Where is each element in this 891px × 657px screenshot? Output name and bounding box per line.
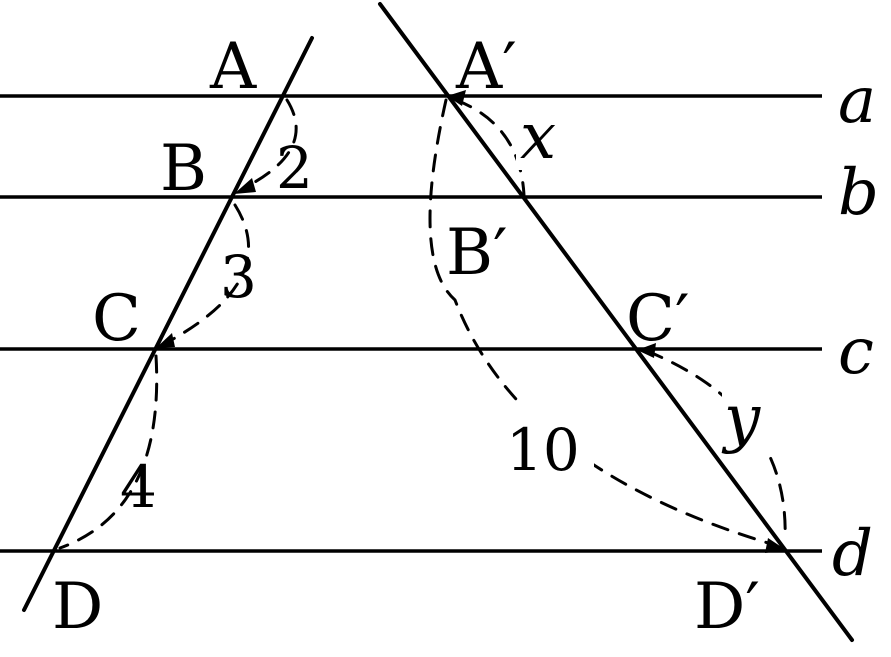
right-arc-ad	[428, 98, 777, 547]
label-length-cd: 4	[120, 453, 157, 521]
label-length-x: x	[520, 100, 556, 174]
label-y-bg	[722, 378, 776, 450]
left-arc-bc	[164, 203, 250, 345]
right-arrow-c	[637, 343, 656, 358]
label-line-c: c	[838, 315, 874, 389]
left-transversal	[22, 36, 314, 612]
label-point-b: B	[160, 132, 207, 206]
label-point-c-prime: C′	[626, 282, 690, 356]
right-arrow-d	[765, 538, 786, 553]
label-x-bg	[516, 100, 572, 170]
label-point-d: D	[52, 570, 103, 644]
label-point-d-prime: D′	[694, 570, 760, 644]
left-arc-cd	[58, 354, 159, 550]
label-length-ab: 2	[276, 134, 313, 202]
label-10-bg	[502, 405, 594, 477]
left-arrow-c	[156, 333, 175, 348]
right-arrow-a	[447, 90, 466, 106]
label-point-a: A	[209, 30, 257, 104]
left-arrow-b	[234, 178, 256, 194]
label-length-y: y	[721, 382, 761, 456]
label-length-10: 10	[506, 416, 580, 484]
label-line-b: b	[838, 156, 879, 230]
left-arc-ab	[242, 98, 298, 190]
label-line-d: d	[832, 517, 873, 591]
label-point-c: C	[92, 282, 141, 356]
label-point-b-prime: B′	[446, 216, 508, 290]
label-line-a: a	[838, 64, 876, 138]
label-length-bc: 3	[220, 243, 257, 311]
right-arc-ab	[454, 98, 526, 197]
right-arc-cd	[645, 349, 787, 542]
label-point-a-prime: A′	[455, 30, 517, 104]
right-transversal	[378, 2, 854, 642]
